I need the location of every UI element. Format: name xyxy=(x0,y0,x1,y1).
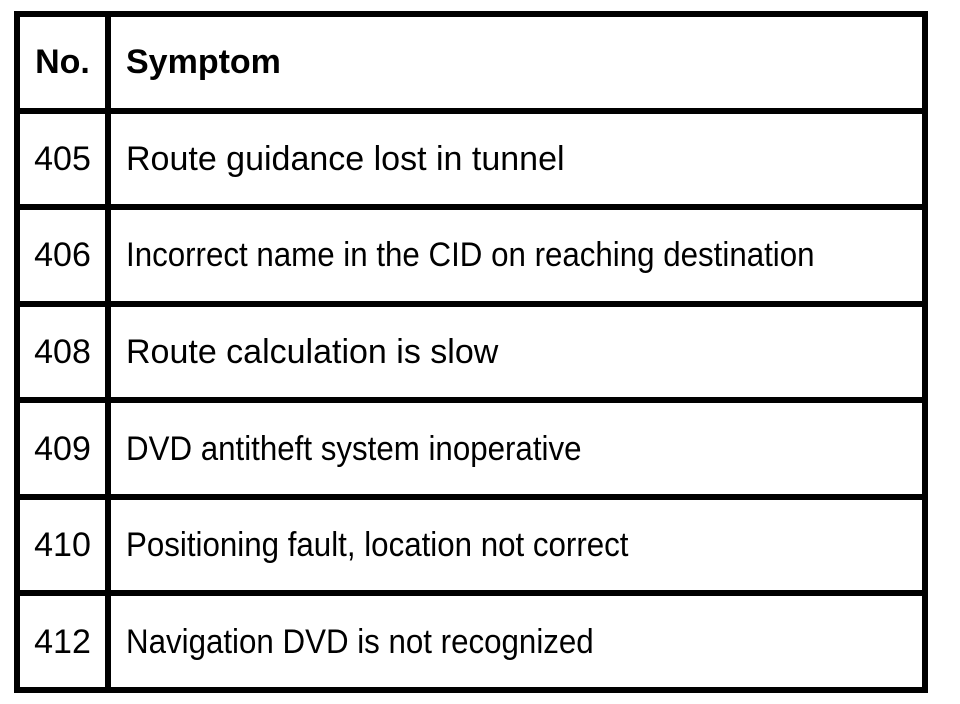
row-symptom-text: Positioning fault, location not correct xyxy=(126,526,629,565)
table-row-no: 409 xyxy=(20,403,105,494)
row-symptom-text: Route calculation is slow xyxy=(126,332,499,371)
column-header-symptom: Symptom xyxy=(111,17,922,108)
column-header-no: No. xyxy=(20,17,105,108)
row-number: 405 xyxy=(34,139,91,178)
row-number: 408 xyxy=(34,332,91,371)
row-number: 409 xyxy=(34,429,91,468)
column-header-no-label: No. xyxy=(35,43,90,82)
table-row-symptom: Route calculation is slow xyxy=(111,306,922,398)
row-number: 412 xyxy=(34,622,91,661)
row-number: 406 xyxy=(34,236,91,275)
row-symptom-text: DVD antitheft system inoperative xyxy=(126,429,582,468)
row-symptom-text: Route guidance lost in tunnel xyxy=(126,139,565,178)
table-row-no: 408 xyxy=(20,306,105,398)
column-header-symptom-label: Symptom xyxy=(126,43,281,82)
table-row-symptom: DVD antitheft system inoperative xyxy=(111,403,922,494)
table-row-symptom: Incorrect name in the CID on reaching de… xyxy=(111,210,922,301)
table-row-no: 412 xyxy=(20,596,105,687)
symptom-table: No. Symptom 405 Route guidance lost in t… xyxy=(14,11,928,693)
table-row-symptom: Route guidance lost in tunnel xyxy=(111,113,922,205)
table-row-no: 410 xyxy=(20,499,105,591)
table-row-symptom: Navigation DVD is not recognized xyxy=(111,596,922,687)
table-row-no: 406 xyxy=(20,210,105,301)
table-row-no: 405 xyxy=(20,113,105,205)
table-row-symptom: Positioning fault, location not correct xyxy=(111,499,922,591)
row-number: 410 xyxy=(34,526,91,565)
row-symptom-text: Incorrect name in the CID on reaching de… xyxy=(126,236,815,275)
row-symptom-text: Navigation DVD is not recognized xyxy=(126,622,594,661)
